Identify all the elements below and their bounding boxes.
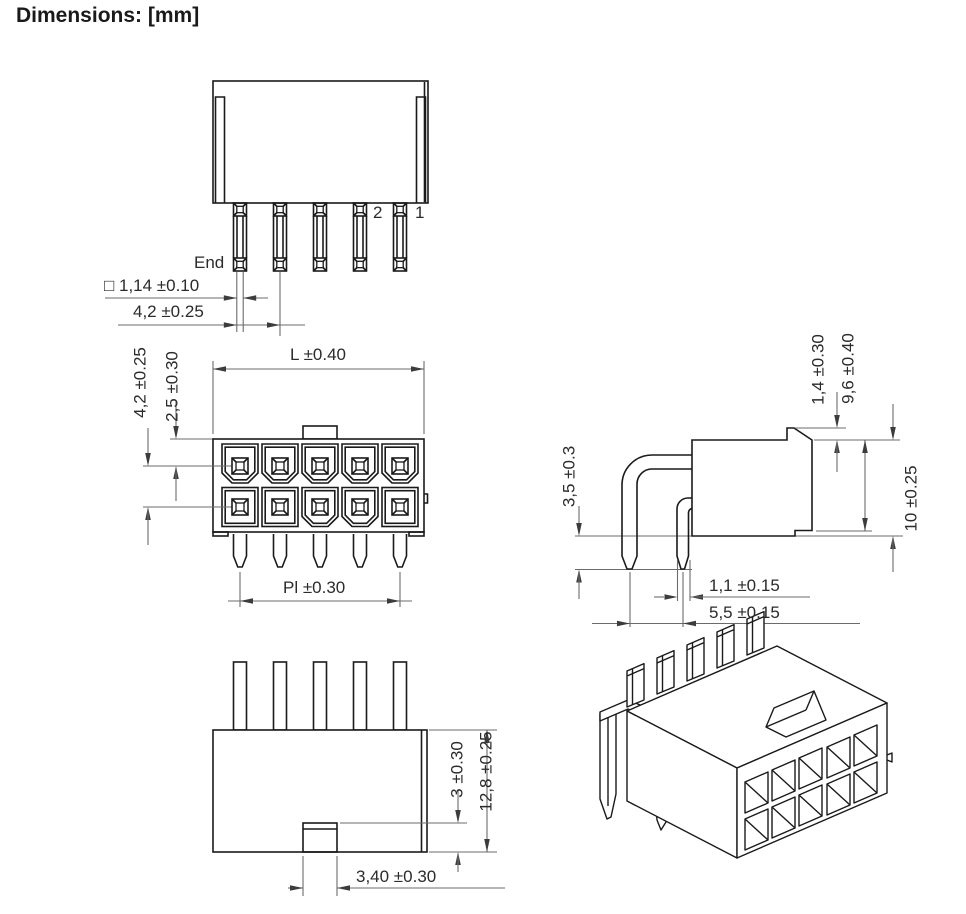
end-pin-label: End xyxy=(194,253,225,272)
pin-number-1: 1 xyxy=(415,203,425,222)
bottom-view-dimensions xyxy=(288,729,505,896)
dim-pin-square: □ 1,14 ±0.10 xyxy=(104,276,200,295)
front-view xyxy=(143,361,429,607)
side-view xyxy=(575,392,903,627)
dim-row-pitch: 4,2 ±0.25 xyxy=(130,347,150,418)
dim-overall-height: 10 ±0.25 xyxy=(901,465,921,532)
bottom-view xyxy=(212,661,505,896)
dim-body-height: 9,6 ±0.40 xyxy=(838,333,858,404)
pin-number-2: 2 xyxy=(373,203,383,222)
top-view-dimensions xyxy=(105,272,305,336)
dim-pin-thickness: 1,1 ±0.15 xyxy=(709,576,780,595)
dim-tab-height: 3 ±0.30 xyxy=(447,741,467,798)
dim-row-spacing: 5,5 ±0.15 xyxy=(709,603,780,622)
dim-pin-protrusion: 3,5 ±0.3 xyxy=(559,445,579,508)
dim-pin-span: Pl ±0.30 xyxy=(283,578,346,597)
isometric-view xyxy=(599,610,893,859)
dim-top-to-row: 2,5 ±0.30 xyxy=(162,351,182,422)
dim-tab-width: 3,40 ±0.30 xyxy=(356,867,437,886)
top-view xyxy=(105,80,429,336)
dim-pin-pitch-top: 4,2 ±0.25 xyxy=(133,302,204,321)
front-view-dimensions xyxy=(145,361,425,607)
dim-body-depth: 12,8 ±0.25 xyxy=(476,731,496,812)
side-view-dimensions xyxy=(576,392,900,627)
dim-length: L ±0.40 xyxy=(290,345,346,364)
dim-latch-height: 1,4 ±0.30 xyxy=(808,334,828,405)
page-title: Dimensions: [mm] xyxy=(16,4,200,27)
